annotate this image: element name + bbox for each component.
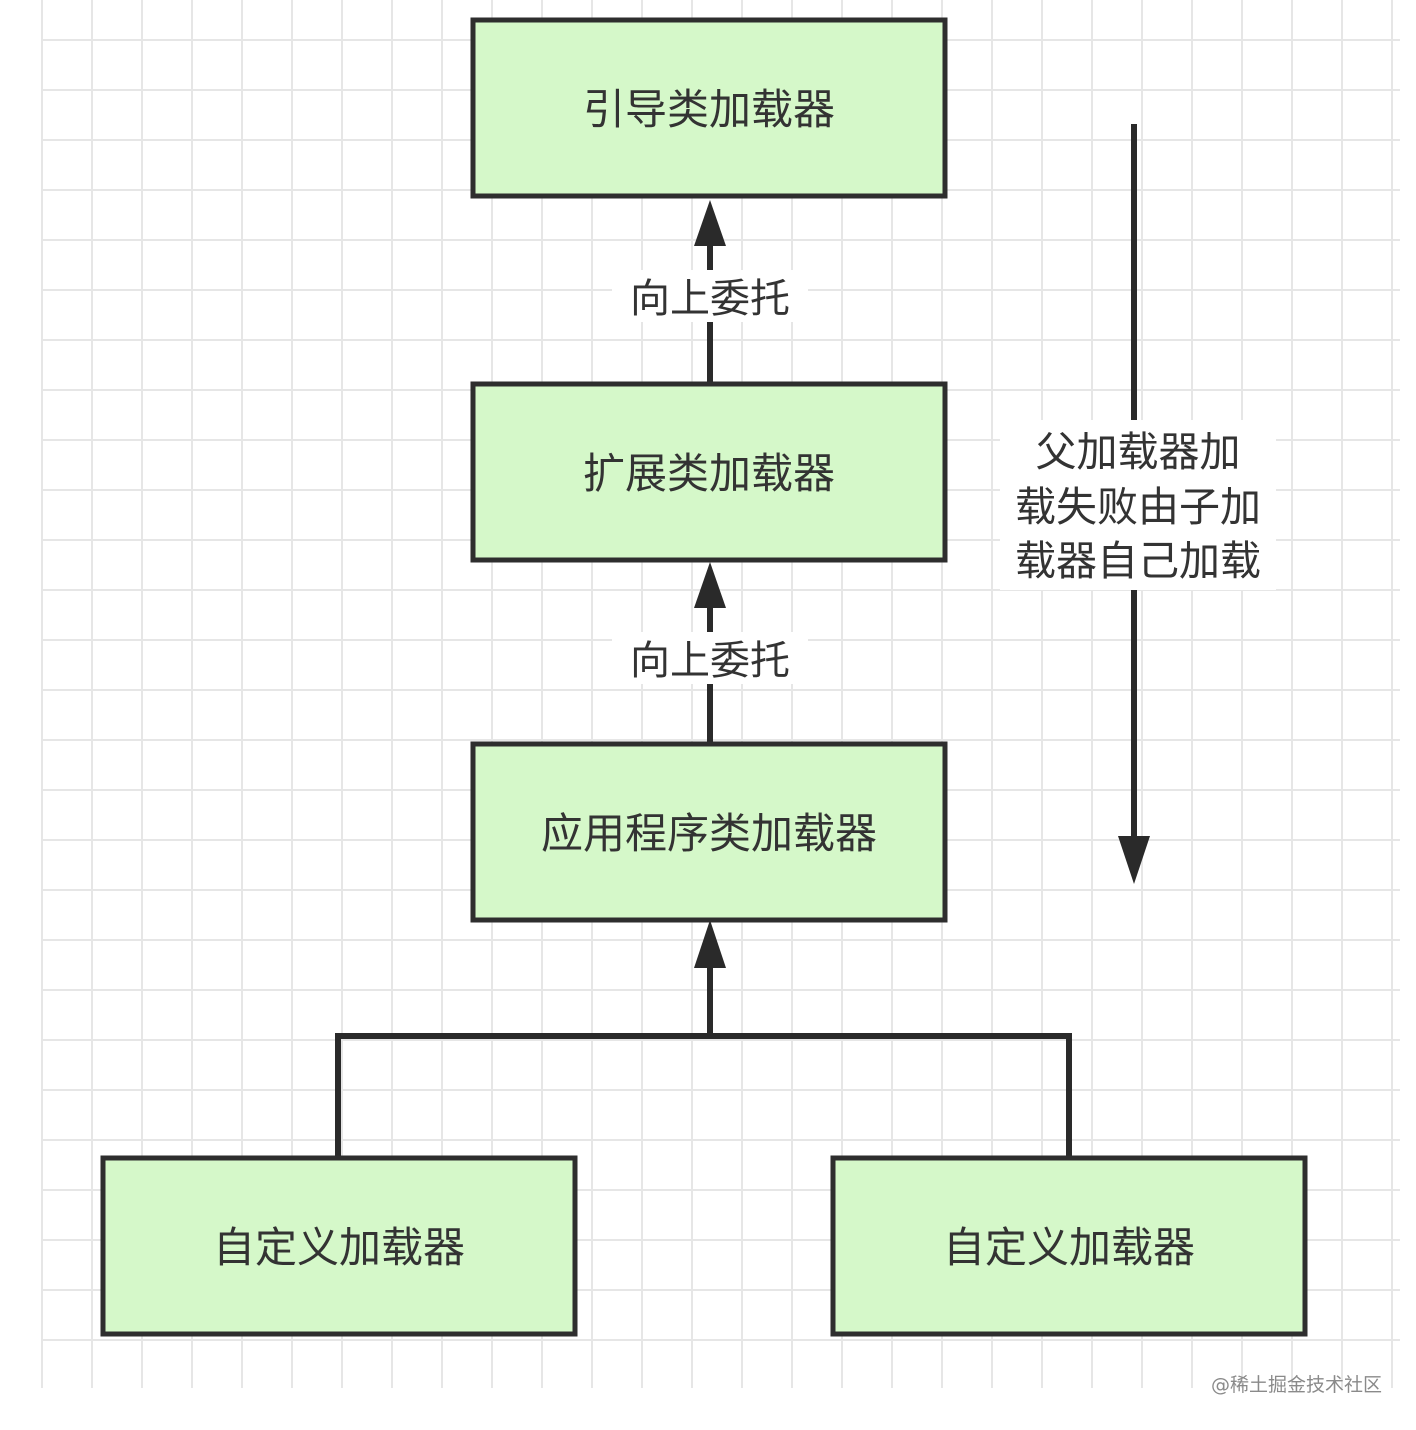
arrowhead-bootstrap bbox=[694, 200, 726, 246]
arrowhead-application bbox=[694, 920, 726, 968]
watermark: @稀土掘金技术社区 bbox=[1210, 1374, 1382, 1396]
node-extension-label: 扩展类加载器 bbox=[583, 449, 835, 498]
side-note-bg bbox=[1000, 420, 1276, 590]
node-extension-loader: 扩展类加载器 bbox=[470, 381, 948, 563]
node-application-loader: 应用程序类加载器 bbox=[470, 741, 948, 923]
node-custom-loader-left: 自定义加载器 bbox=[100, 1155, 578, 1337]
node-bootstrap-label: 引导类加载器 bbox=[583, 85, 835, 134]
arrowhead-extension bbox=[694, 562, 726, 608]
node-custom-left-label: 自定义加载器 bbox=[213, 1223, 465, 1272]
edge-custom-left bbox=[335, 1033, 710, 1158]
side-note-line-2: 载失败由子加 bbox=[1015, 483, 1261, 531]
edge-label-upper-group: 向上委托 bbox=[612, 270, 808, 322]
edge-label-lower-group: 向上委托 bbox=[612, 632, 808, 684]
edge-label-lower-bg bbox=[612, 632, 808, 684]
side-note-line-3: 载器自己加载 bbox=[1015, 537, 1261, 585]
node-custom-loader-right: 自定义加载器 bbox=[830, 1155, 1308, 1337]
edge-label-upper: 向上委托 bbox=[630, 276, 790, 322]
side-note-line-1: 父加载器加 bbox=[1036, 428, 1241, 476]
node-custom-right-label: 自定义加载器 bbox=[943, 1223, 1195, 1272]
connectors bbox=[335, 124, 1150, 1158]
edge-custom-right bbox=[710, 1033, 1072, 1158]
node-application-label: 应用程序类加载器 bbox=[541, 809, 877, 858]
edge-label-lower: 向上委托 bbox=[630, 638, 790, 684]
side-note: 父加载器加 载失败由子加 载器自己加载 bbox=[1000, 420, 1276, 590]
node-bootstrap-loader: 引导类加载器 bbox=[470, 17, 948, 199]
edge-label-upper-bg bbox=[612, 270, 808, 322]
side-arrowhead bbox=[1118, 836, 1150, 884]
